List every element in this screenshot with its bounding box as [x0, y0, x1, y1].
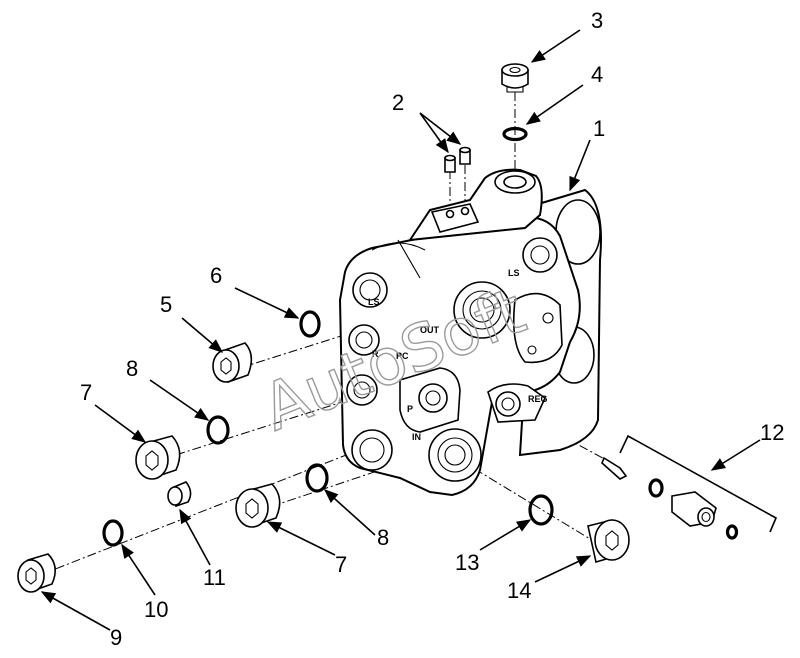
leader-lines	[40, 29, 761, 631]
part-11-orifice	[167, 481, 192, 508]
callout-2: 2	[392, 90, 404, 115]
callout-4: 4	[591, 62, 603, 87]
callout-7-lower: 7	[335, 552, 347, 577]
part-7-plug-upper	[135, 435, 181, 480]
callout-11: 11	[203, 565, 226, 590]
part-10-oring	[102, 519, 124, 547]
part-8-oring-lower	[305, 463, 329, 493]
callout-3: 3	[591, 8, 603, 33]
callout-1: 1	[593, 116, 605, 141]
part-4-oring	[502, 126, 528, 142]
callout-14: 14	[507, 578, 531, 603]
callout-7-upper: 7	[80, 380, 92, 405]
part-14-plug	[587, 519, 630, 564]
part-8-oring-upper	[206, 415, 230, 445]
part-2-screws	[444, 146, 471, 173]
callout-10: 10	[144, 597, 168, 622]
callout-13: 13	[455, 550, 479, 575]
port-label-reg: REG	[528, 394, 548, 404]
valve-body: LS LS OUT PC R P IN REG	[338, 168, 602, 497]
callout-6: 6	[210, 263, 222, 288]
callout-8-lower: 8	[377, 525, 389, 550]
part-6-oring	[299, 310, 321, 338]
port-label-p: P	[407, 404, 413, 414]
port-label-ls-left: LS	[368, 297, 380, 307]
part-9-plug	[17, 553, 56, 593]
port-label-out: OUT	[420, 325, 440, 335]
callout-5: 5	[160, 292, 172, 317]
part-5-plug	[212, 342, 253, 384]
port-label-r: R	[372, 349, 379, 359]
callout-12: 12	[760, 420, 784, 445]
part-7-plug-lower	[235, 483, 281, 528]
callout-9: 9	[110, 625, 122, 650]
port-label-in: IN	[412, 432, 421, 442]
part-12-cartridge-kit	[601, 434, 778, 540]
callout-8-upper: 8	[126, 356, 138, 381]
callout-numbers: 3 4 1 2 6 5 8 7 11 10 9 7 8 13 14 12	[80, 8, 784, 650]
port-label-pc: PC	[396, 351, 409, 361]
part-3-plug	[501, 63, 529, 93]
port-label-ls-right: LS	[508, 268, 520, 278]
part-13-oring	[528, 494, 554, 526]
